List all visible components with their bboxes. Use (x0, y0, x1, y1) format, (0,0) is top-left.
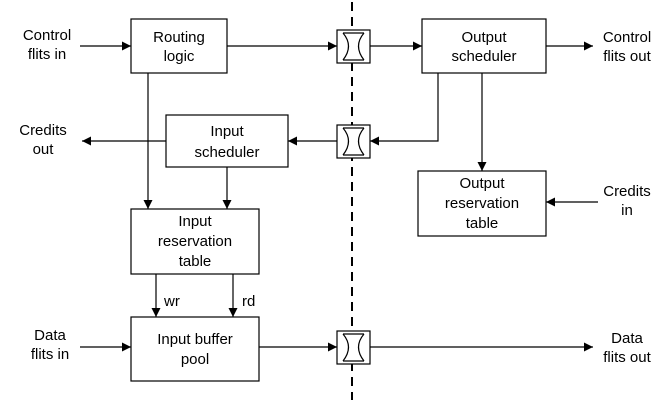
output-reservation-line-2: reservation (445, 195, 519, 212)
output-reservation-table-block: Output reservation table (417, 170, 547, 237)
routing-logic-block: Routing logic (130, 18, 228, 74)
label-credits-out-line-2: out (33, 141, 55, 158)
input-reservation-table-block: Input reservation table (130, 208, 260, 275)
routing-logic-line-1: Routing (153, 29, 205, 46)
label-wr: wr (163, 293, 180, 310)
label-rd: rd (242, 293, 255, 310)
label-control-in-line-1: Control (23, 27, 71, 44)
label-data-in-line-2: flits in (31, 346, 69, 363)
label-data-in-line-1: Data (34, 327, 66, 344)
crossbar-switch-control (336, 29, 371, 64)
input-buffer-pool-line-1: Input buffer (157, 331, 233, 348)
crossbar-switch-data (336, 330, 371, 365)
input-scheduler-line-2: scheduler (194, 144, 259, 161)
label-control-out-line-1: Control (603, 29, 651, 46)
label-credits-in-line-2: in (621, 202, 633, 219)
label-data-out-line-2: flits out (603, 349, 651, 366)
input-buffer-pool-line-2: pool (181, 351, 209, 368)
output-scheduler-line-2: scheduler (451, 48, 516, 65)
routing-logic-line-2: logic (164, 48, 195, 65)
crossbar-switch-credits (336, 124, 371, 159)
label-credits-in-line-1: Credits (603, 183, 651, 200)
label-data-out-line-1: Data (611, 330, 643, 347)
label-credits-out-line-1: Credits (19, 122, 67, 139)
output-reservation-line-1: Output (459, 175, 505, 192)
label-control-in-line-2: flits in (28, 46, 66, 63)
label-control-out-line-2: flits out (603, 48, 651, 65)
input-buffer-pool-block: Input buffer pool (130, 316, 260, 382)
arrow-output-scheduler-to-credit-switch (370, 73, 439, 146)
output-reservation-line-3: table (466, 215, 499, 232)
output-scheduler-block: Output scheduler (421, 18, 547, 74)
input-reservation-line-2: reservation (158, 233, 232, 250)
input-reservation-line-1: Input (178, 213, 212, 230)
input-reservation-line-3: table (179, 253, 212, 270)
input-scheduler-line-1: Input (210, 123, 244, 140)
output-scheduler-line-1: Output (461, 29, 507, 46)
input-scheduler-block: Input scheduler (165, 114, 289, 168)
